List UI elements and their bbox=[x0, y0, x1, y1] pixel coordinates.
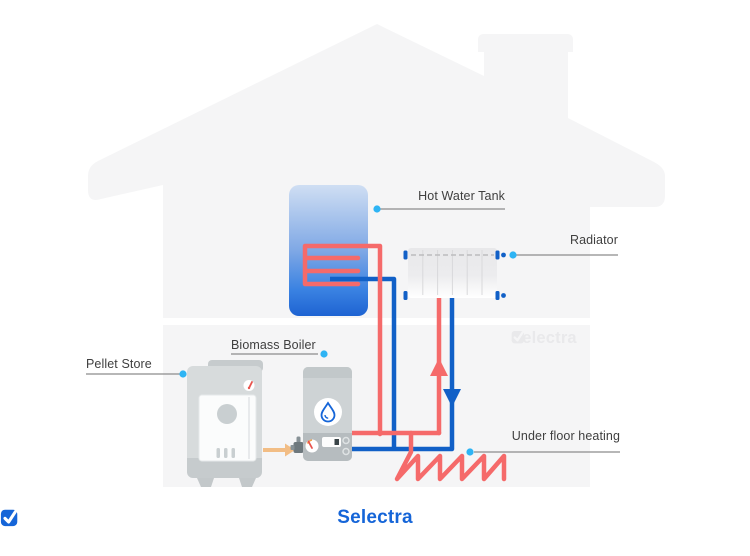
radiator-label: Radiator bbox=[569, 233, 618, 247]
thermometer-dial-icon bbox=[243, 380, 255, 391]
boiler-knobs bbox=[342, 436, 350, 456]
pellet-store-label: Pellet Store bbox=[86, 357, 152, 371]
biomass-boiler bbox=[303, 367, 352, 461]
hot-water-tank-label: Hot Water Tank bbox=[418, 189, 505, 203]
hot-water-tank bbox=[289, 185, 368, 316]
floor-divider bbox=[163, 318, 590, 325]
flow-up-arrow bbox=[430, 358, 448, 376]
radiator-valves bbox=[403, 250, 506, 300]
pellet-store-window bbox=[217, 404, 237, 424]
pellet-store-foot bbox=[239, 478, 256, 487]
logo-check-icon bbox=[0, 509, 18, 527]
flow-down-arrow bbox=[443, 389, 461, 407]
pressure-dial-icon bbox=[305, 439, 319, 453]
cold-return-pipes bbox=[330, 276, 455, 452]
leader-dots bbox=[179, 205, 517, 456]
tank-return-pipe bbox=[330, 276, 397, 449]
radiator-return-pipe bbox=[352, 296, 455, 452]
tank-coil-pipe bbox=[302, 243, 383, 437]
biomass-boiler-label: Biomass Boiler bbox=[231, 338, 316, 352]
feed-valve-icon bbox=[290, 436, 304, 453]
watermark-text: Selectra bbox=[511, 329, 577, 347]
radiator bbox=[403, 248, 506, 300]
pellet-store bbox=[187, 360, 263, 487]
pellet-feed-arrow bbox=[263, 443, 295, 457]
underfloor-coil-pipe bbox=[394, 430, 507, 482]
footer-logo-text: Selectra bbox=[337, 507, 413, 528]
flame-drop-icon bbox=[320, 401, 336, 423]
under-floor-heating-label: Under floor heating bbox=[511, 429, 620, 443]
pellet-store-door bbox=[198, 394, 257, 462]
watermark-check-icon bbox=[511, 331, 524, 344]
pellet-store-foot bbox=[197, 478, 214, 487]
leader-lines bbox=[86, 208, 620, 453]
watermark: Selectra bbox=[511, 329, 577, 348]
pellet-store-vents bbox=[216, 448, 235, 458]
footer-logo: Selectra bbox=[0, 507, 750, 529]
